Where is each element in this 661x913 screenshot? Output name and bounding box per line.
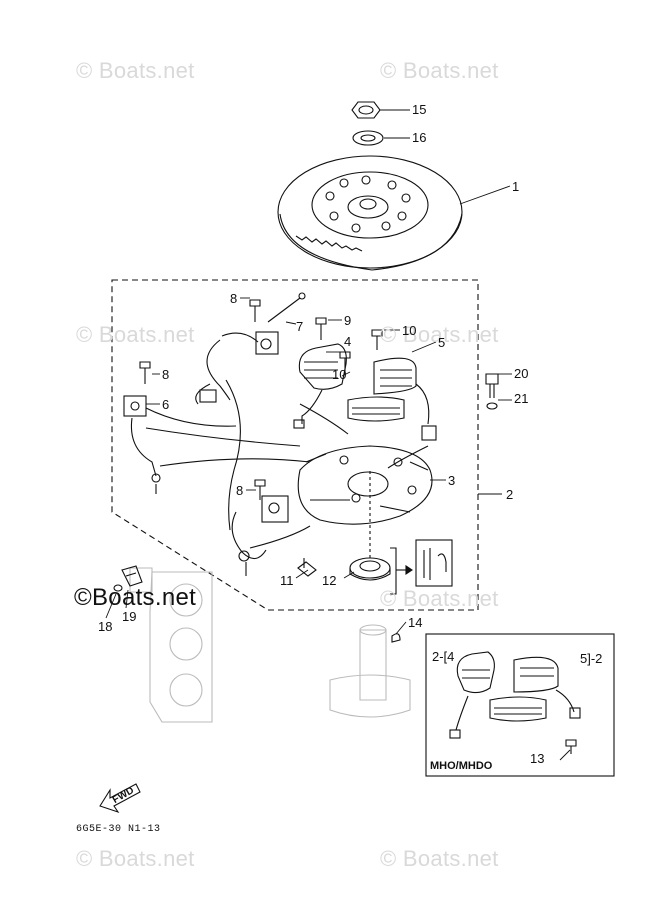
flywheel-nut [351, 101, 381, 119]
callout-8: 8 [236, 483, 244, 498]
seal-detail [390, 539, 453, 595]
callout-10: 10 [332, 367, 347, 382]
bolt-20 [485, 373, 499, 398]
lead-wire [195, 292, 306, 405]
callout-8: 8 [162, 367, 170, 382]
watermark: © Boats.net [76, 846, 195, 871]
callout-15: 15 [412, 102, 427, 117]
charge-coil [293, 343, 347, 429]
callout-20: 20 [514, 366, 529, 381]
callout-7: 7 [296, 319, 304, 334]
watermark: © Boats.net [380, 846, 499, 871]
inset-title: MHO/MHDO [430, 760, 493, 772]
watermark: © Boats.net [380, 322, 499, 347]
callout-9: 9 [344, 313, 352, 328]
inset-ref-left: 2-[4 [432, 649, 455, 664]
callout-6: 6 [162, 397, 170, 412]
flywheel-washer [352, 130, 384, 146]
leader-lines [105, 109, 571, 761]
assembly-boundary [111, 279, 479, 611]
woodruff-key [391, 633, 401, 643]
watermark: © Boats.net [380, 586, 499, 611]
stator-base-plate [297, 445, 433, 525]
callout-13: 13 [530, 751, 545, 766]
callout-10: 10 [402, 323, 417, 338]
watermark: © Boats.net [76, 58, 195, 83]
watermark: © Boats.net [380, 58, 499, 83]
cylinder-block [129, 567, 213, 723]
bracket-19 [121, 565, 143, 587]
callout-2: 2 [506, 487, 514, 502]
pulser-coil [123, 395, 237, 494]
callout-18: 18 [98, 619, 113, 634]
crankshaft [329, 624, 411, 718]
inset-frame [425, 633, 615, 777]
callout-19: 19 [122, 609, 137, 624]
fwd-arrow-icon [99, 783, 141, 814]
watermark: © Boats.net [76, 322, 195, 347]
lower-pulser [231, 495, 311, 576]
washer-18 [113, 584, 123, 592]
cable-clamp [297, 558, 317, 577]
watermark-main: ©Boats.net [74, 584, 197, 611]
callout-3: 3 [448, 473, 456, 488]
inset-charge-coil [449, 651, 495, 739]
callout-1: 1 [512, 179, 520, 194]
callout-12: 12 [322, 573, 337, 588]
screws [139, 299, 383, 500]
callout-8: 8 [230, 291, 238, 306]
inset-lighting-coil [489, 656, 581, 754]
callout-14: 14 [408, 615, 423, 630]
washer-21 [486, 402, 498, 410]
callout-5: 5 [438, 335, 446, 350]
callout-21: 21 [514, 391, 529, 406]
wiring-harness [145, 379, 429, 531]
diagram-code: 6G5E-30 N1-13 [76, 824, 161, 835]
callout-16: 16 [412, 130, 427, 145]
callout-4: 4 [344, 334, 352, 349]
callout-11: 11 [280, 573, 294, 588]
lighting-coil [347, 357, 437, 441]
inset-ref-right: 5]-2 [580, 651, 603, 666]
flywheel [277, 155, 463, 271]
